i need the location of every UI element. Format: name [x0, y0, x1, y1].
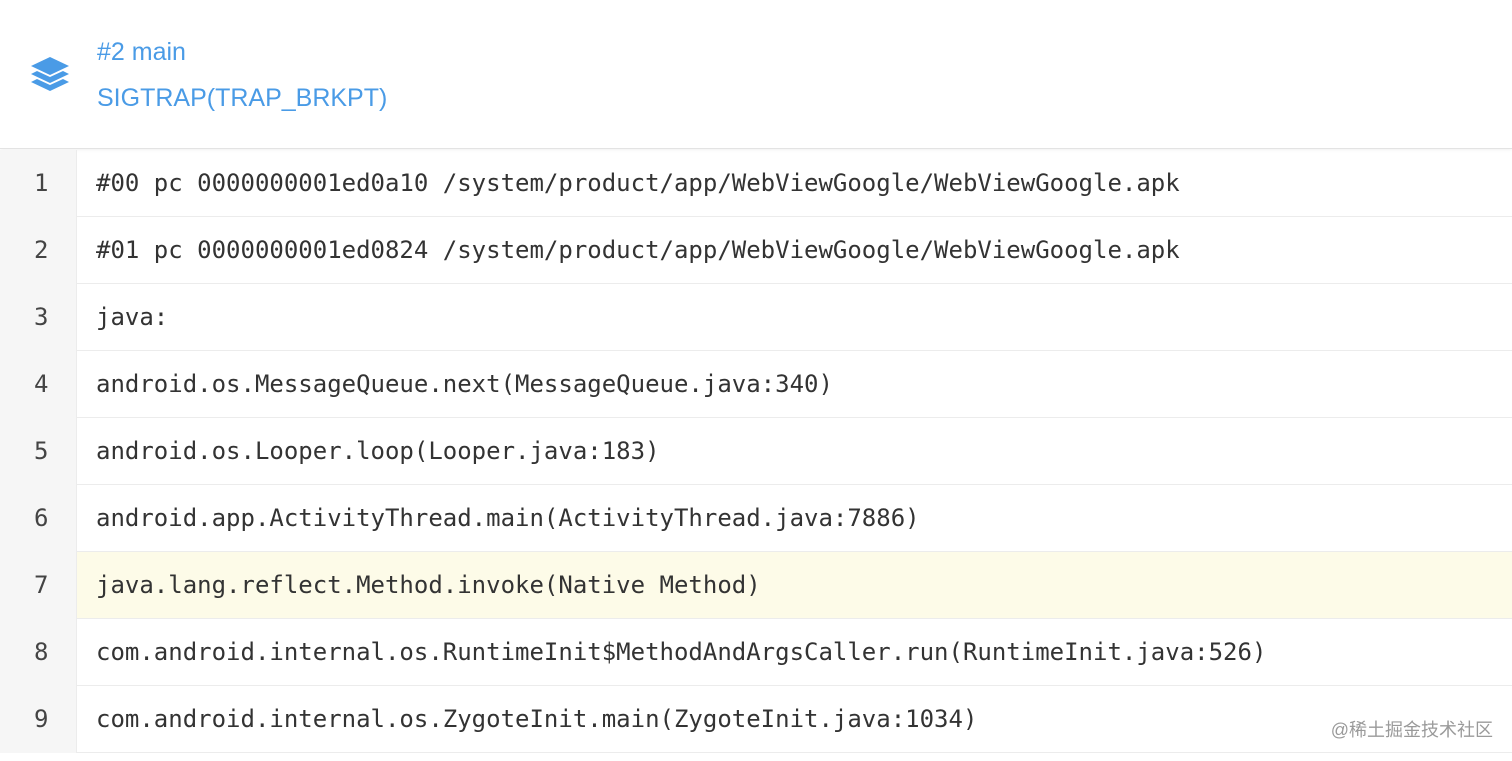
watermark: @稀土掘金技术社区	[1330, 720, 1493, 740]
layers-icon	[31, 57, 69, 91]
line-text: #01 pc 0000000001ed0824 /system/product/…	[77, 217, 1512, 284]
line-number: 6	[0, 485, 77, 552]
line-number: 2	[0, 217, 77, 284]
line-text: java:	[77, 284, 1512, 351]
line-number: 5	[0, 418, 77, 485]
thread-header: #2 main SIGTRAP(TRAP_BRKPT)	[0, 0, 1512, 149]
code-line: 9 com.android.internal.os.ZygoteInit.mai…	[0, 686, 1512, 753]
code-line: 4 android.os.MessageQueue.next(MessageQu…	[0, 351, 1512, 418]
line-text: android.app.ActivityThread.main(Activity…	[77, 485, 1512, 552]
line-text: java.lang.reflect.Method.invoke(Native M…	[77, 552, 1512, 619]
code-line: 2 #01 pc 0000000001ed0824 /system/produc…	[0, 217, 1512, 284]
code-line: 6 android.app.ActivityThread.main(Activi…	[0, 485, 1512, 552]
line-text: com.android.internal.os.ZygoteInit.main(…	[77, 686, 1512, 753]
line-number: 4	[0, 351, 77, 418]
line-text: android.os.MessageQueue.next(MessageQueu…	[77, 351, 1512, 418]
line-number: 9	[0, 686, 77, 753]
thread-signal: SIGTRAP(TRAP_BRKPT)	[97, 84, 388, 112]
line-number: 1	[0, 150, 77, 217]
code-line: 1 #00 pc 0000000001ed0a10 /system/produc…	[0, 150, 1512, 217]
code-line: 8 com.android.internal.os.RuntimeInit$Me…	[0, 619, 1512, 686]
thread-name: #2 main	[97, 38, 186, 66]
code-line: 5 android.os.Looper.loop(Looper.java:183…	[0, 418, 1512, 485]
stack-trace-list: 1 #00 pc 0000000001ed0a10 /system/produc…	[0, 150, 1512, 761]
line-number: 8	[0, 619, 77, 686]
line-number: 3	[0, 284, 77, 351]
line-text: com.android.internal.os.RuntimeInit$Meth…	[77, 619, 1512, 686]
line-text: android.os.Looper.loop(Looper.java:183)	[77, 418, 1512, 485]
line-number: 7	[0, 552, 77, 619]
code-line: 3 java:	[0, 284, 1512, 351]
code-line-highlighted: 7 java.lang.reflect.Method.invoke(Native…	[0, 552, 1512, 619]
line-text: #00 pc 0000000001ed0a10 /system/product/…	[77, 150, 1512, 217]
